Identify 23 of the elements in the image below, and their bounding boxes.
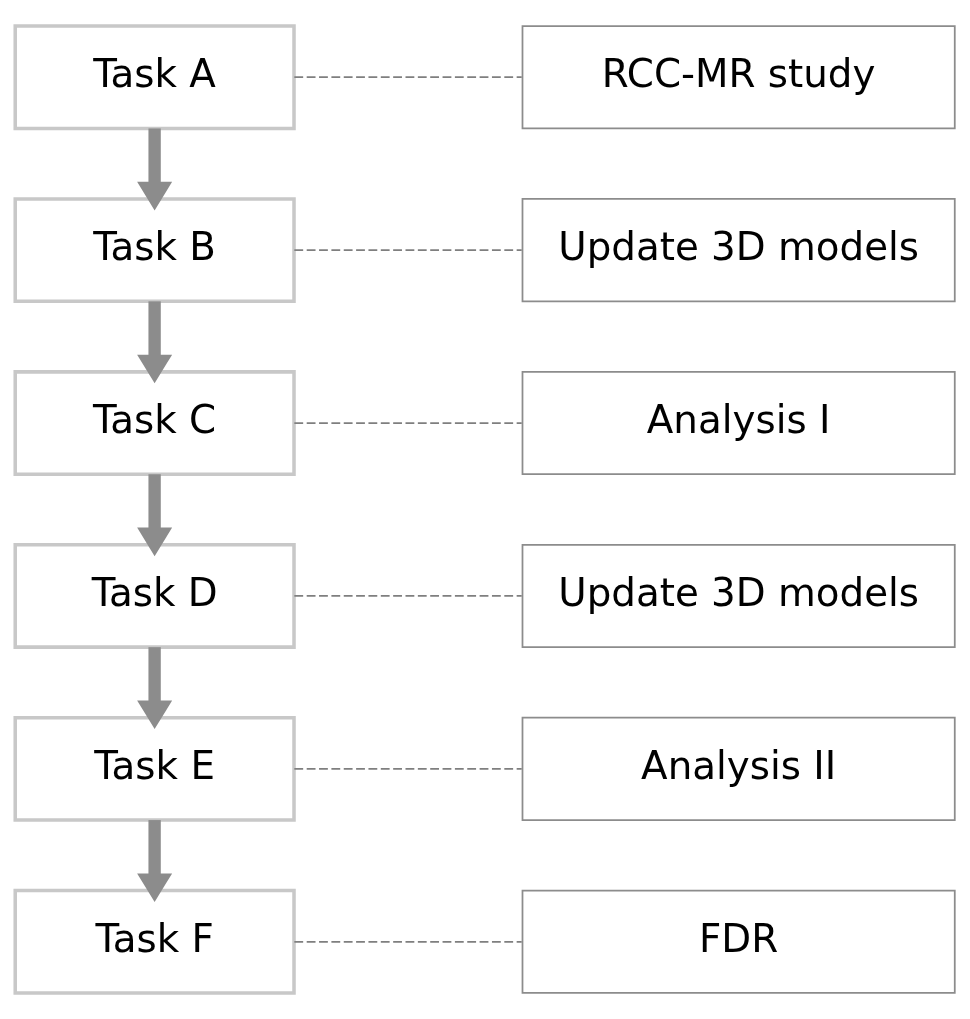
- connector: [293, 76, 523, 79]
- connector: [293, 595, 523, 597]
- arrow: [137, 301, 173, 384]
- node-box: Analysis II: [521, 716, 956, 821]
- node-box: Task A: [13, 24, 296, 131]
- connector: [293, 249, 523, 251]
- node-box: Task C: [13, 370, 296, 476]
- node-box: Task E: [13, 715, 296, 822]
- node-box: RCC-MR study: [521, 25, 956, 130]
- arrow: [137, 474, 173, 557]
- node-box: Task B: [13, 197, 296, 304]
- node-box: Task F: [13, 888, 296, 995]
- arrow: [137, 128, 173, 211]
- node-box: Update 3D models: [521, 543, 956, 648]
- node-box: Analysis I: [521, 371, 956, 476]
- node-box: FDR: [521, 889, 956, 994]
- connector: [293, 768, 523, 770]
- arrow: [137, 647, 173, 730]
- connector: [293, 940, 523, 943]
- arrow: [137, 820, 173, 902]
- connector: [293, 422, 523, 424]
- node-box: Task D: [13, 543, 296, 649]
- node-box: Update 3D models: [521, 198, 956, 303]
